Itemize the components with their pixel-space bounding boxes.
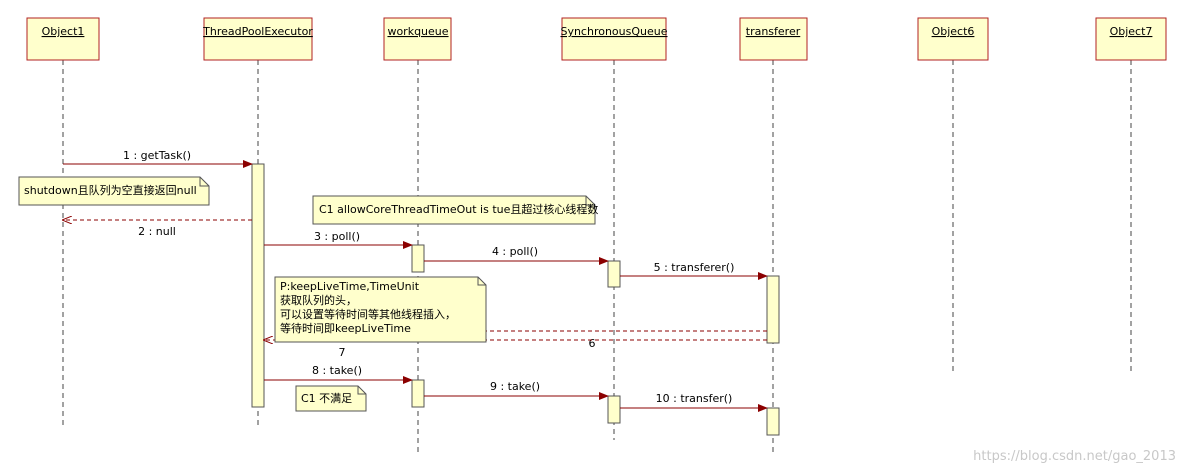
notes: shutdown且队列为空直接返回null C1 allowCoreThread…: [18, 176, 598, 412]
message-5-transferer[interactable]: 5 : transferer(): [620, 261, 768, 280]
message-7-return[interactable]: 7: [264, 340, 767, 359]
lifeline-header-transferer[interactable]: transferer: [739, 17, 808, 61]
note-text: P:keepLiveTime,TimeUnit: [280, 280, 420, 293]
activation-synchronousqueue-2[interactable]: [607, 395, 621, 424]
activation-transferer-1[interactable]: [766, 275, 780, 344]
message-9-take[interactable]: 9 : take(): [424, 380, 609, 400]
lifeline-label: workqueue: [387, 25, 448, 38]
message-3-poll[interactable]: 3 : poll(): [264, 230, 413, 249]
lifeline-label: transferer: [746, 25, 801, 38]
message-4-poll[interactable]: 4 : poll(): [424, 245, 609, 265]
messages: 1 : getTask() 2 : null 3 : poll() 4 : po…: [63, 149, 768, 412]
lifeline-header-object6[interactable]: Object6: [917, 17, 989, 61]
lifeline-label: ThreadPoolExecutor: [202, 25, 313, 38]
lifeline-header-object7[interactable]: Object7: [1095, 17, 1167, 61]
activations: [251, 163, 780, 436]
note-c1-not[interactable]: C1 不满足: [295, 385, 367, 412]
message-2-null[interactable]: 2 : null: [63, 220, 252, 238]
message-label: 9 : take(): [490, 380, 540, 393]
activation-transferer-2[interactable]: [766, 407, 780, 436]
lifeline-header-object1[interactable]: Object1: [26, 17, 100, 61]
lifelines: [62, 60, 1132, 452]
lifeline-header-synchronousqueue[interactable]: SynchronousQueue: [560, 17, 668, 61]
message-label: 3 : poll(): [314, 230, 360, 243]
note-text: C1 allowCoreThreadTimeOut is tue且超过核心线程数: [319, 202, 598, 216]
lifeline-label: Object7: [1110, 25, 1153, 38]
note-text: 等待时间即keepLiveTime: [280, 321, 411, 335]
lifeline-header-workqueue[interactable]: workqueue: [383, 17, 452, 61]
note-text: 获取队列的头，: [280, 293, 357, 307]
message-label: 6: [589, 337, 596, 350]
message-label: 10 : transfer(): [656, 392, 733, 405]
note-text: 可以设置等待时间等其他线程插入，: [280, 307, 456, 321]
message-label: 5 : transferer(): [654, 261, 735, 274]
note-text: shutdown且队列为空直接返回null: [24, 183, 197, 197]
message-label: 4 : poll(): [492, 245, 538, 258]
activation-threadpoolexecutor[interactable]: [251, 163, 265, 408]
lifeline-header-threadpoolexecutor[interactable]: ThreadPoolExecutor: [202, 17, 313, 61]
message-label: 8 : take(): [312, 364, 362, 377]
lifeline-label: SynchronousQueue: [560, 25, 667, 38]
message-label: 7: [339, 346, 346, 359]
note-shutdown[interactable]: shutdown且队列为空直接返回null: [18, 176, 210, 206]
note-keepalive[interactable]: P:keepLiveTime,TimeUnit 获取队列的头， 可以设置等待时间…: [274, 276, 487, 343]
activation-workqueue-2[interactable]: [411, 379, 425, 408]
message-1-gettask[interactable]: 1 : getTask(): [63, 149, 253, 168]
activation-synchronousqueue-1[interactable]: [607, 260, 621, 288]
message-10-transfer[interactable]: 10 : transfer(): [620, 392, 768, 412]
watermark-text: https://blog.csdn.net/gao_2013: [973, 449, 1176, 464]
lifeline-headers: Object1 ThreadPoolExecutor workqueue Syn…: [26, 17, 1167, 61]
message-8-take[interactable]: 8 : take(): [264, 364, 413, 384]
lifeline-label: Object6: [932, 25, 975, 38]
activation-workqueue-1[interactable]: [411, 244, 425, 273]
note-c1-allow[interactable]: C1 allowCoreThreadTimeOut is tue且超过核心线程数: [312, 195, 598, 225]
message-label: 2 : null: [138, 225, 176, 238]
message-label: 1 : getTask(): [123, 149, 191, 162]
lifeline-label: Object1: [42, 25, 85, 38]
note-text: C1 不满足: [301, 392, 352, 405]
